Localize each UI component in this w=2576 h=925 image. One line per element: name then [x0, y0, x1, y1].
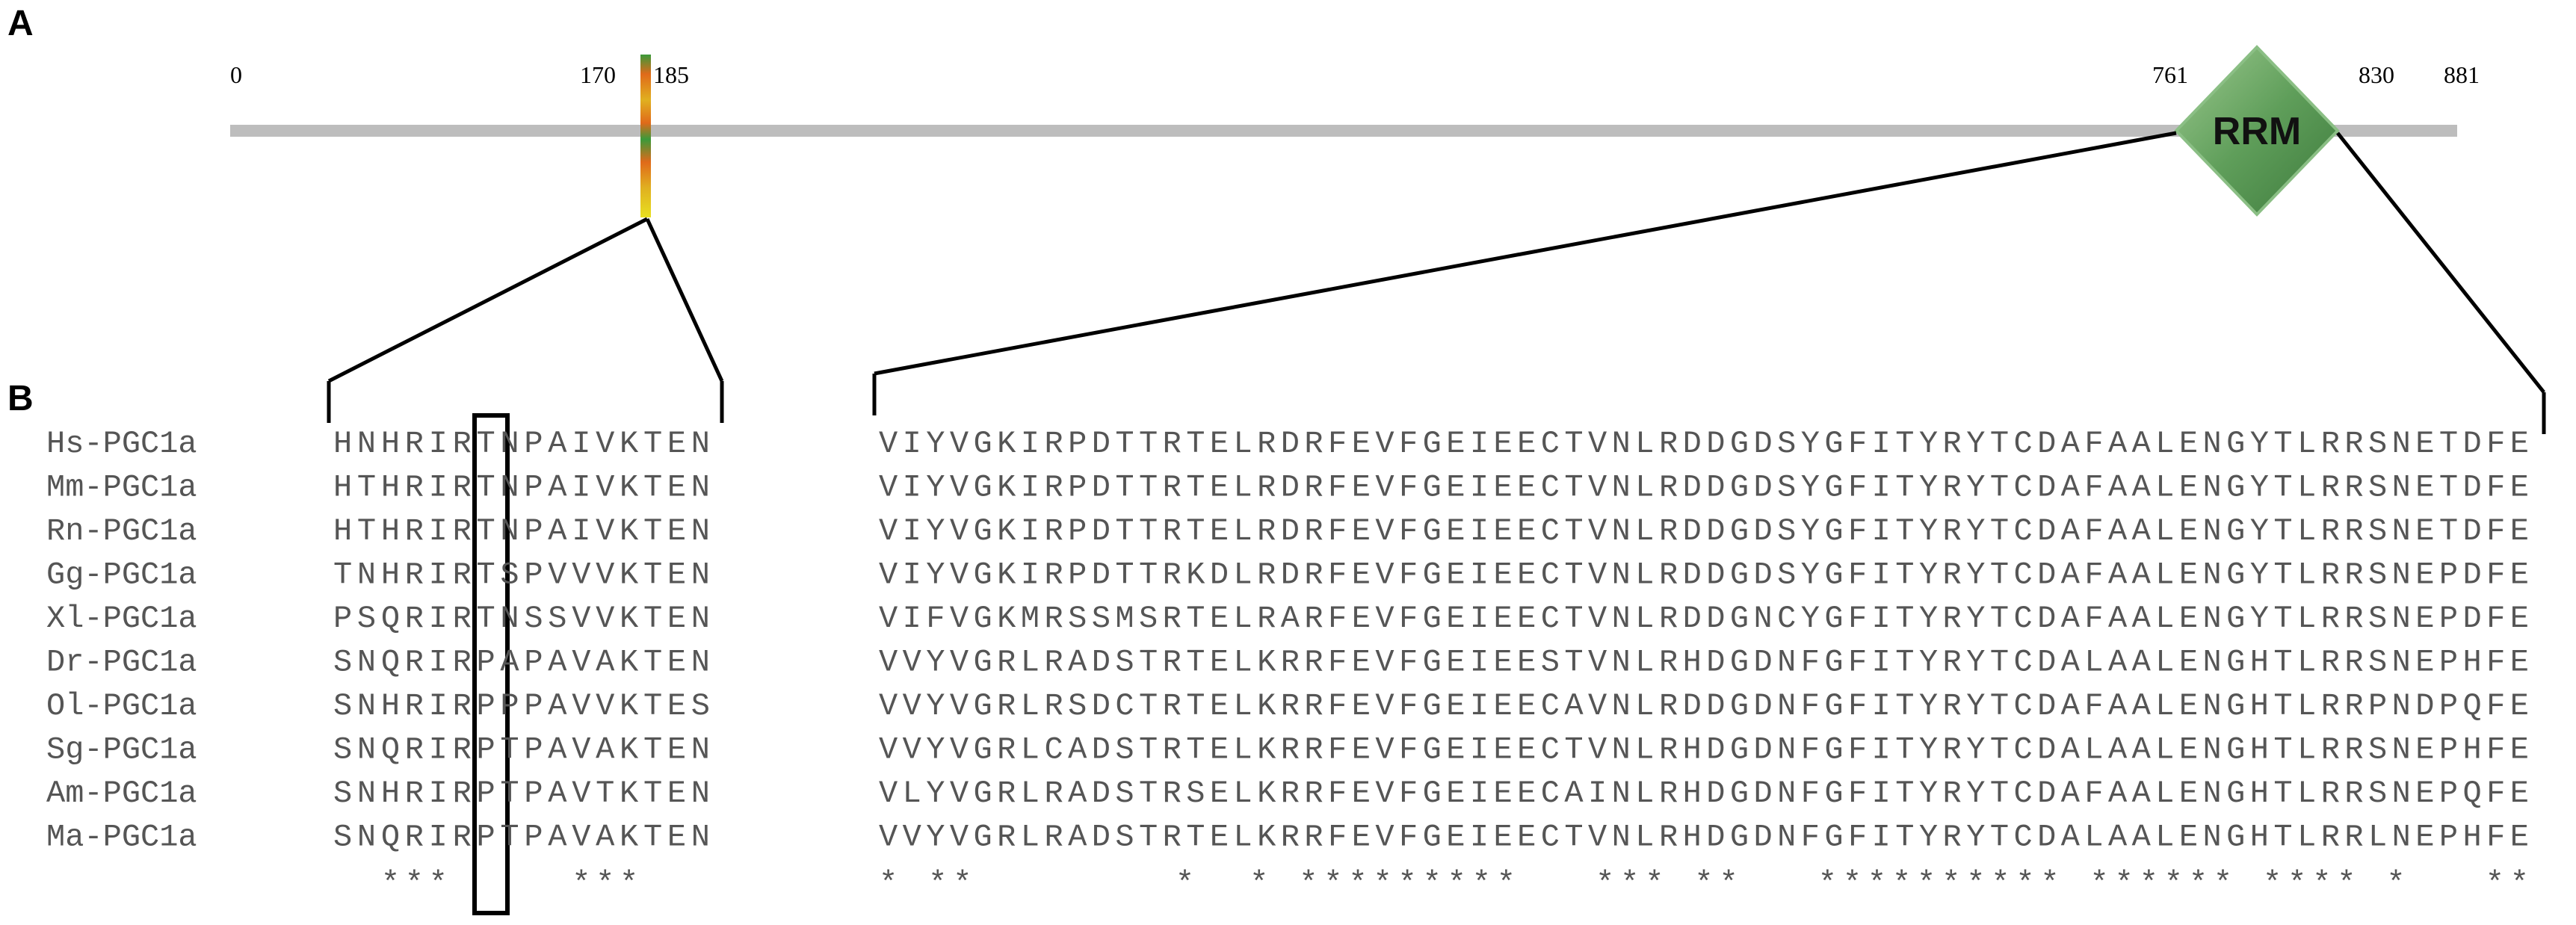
species-label: Xl-PGC1a [46, 601, 197, 637]
species-label: Gg-PGC1a [46, 557, 197, 593]
tick-label-830: 830 [2359, 61, 2394, 88]
species-label: Ol-PGC1a [46, 688, 197, 724]
species-label: Dr-PGC1a [46, 645, 197, 681]
rrm-conservation-stars: * ** * * ********* *** ** ********** ***… [879, 866, 2529, 902]
rrm-sequence-row: VVYVGRLRSDCTRTELKRRFEVFGEIEECAVNLRDDGDNF… [879, 688, 2529, 724]
motif-sequence-row: SNHRIRPTPAVTKTEN [333, 776, 710, 811]
species-label: Mm-PGC1a [46, 470, 197, 506]
motif-sequence-row: TNHRIRTSPVVVKTEN [333, 557, 710, 593]
rrm-sequence-row: VVYVGRLRADSTRTELKRRFEVFGEIEESTVNLRHDGDNF… [879, 645, 2529, 681]
panel-label-b: B [7, 379, 34, 418]
motif-sequence-row: PSQRIRTNSSVVKTEN [333, 601, 710, 637]
motif-170-185-marker [640, 55, 651, 217]
bracket-helper-hidden [329, 381, 722, 422]
motif-sequence-row: SNHRIRPPPAVVKTES [333, 688, 710, 724]
alignment-block: Hs-PGC1a HNHRIRTNPAIVKTEN VIYVGKIRPDTTRTEL… [46, 426, 2529, 902]
motif-conservation-stars: *** *** [333, 866, 710, 902]
rrm-sequence-row: VIYVGKIRPDTTRTELRDRFEVFGEIEECTVNLRDDGDSY… [879, 513, 2529, 549]
zoom-line-rrm-left [874, 131, 2177, 376]
rrm-sequence-row: VLYVGRLRADSTRSELKRRFEVFGEIEECAINLRHDGDNF… [879, 776, 2529, 811]
zoom-line-rrm-right [2336, 132, 2545, 394]
rrm-label: RRM [2213, 110, 2301, 153]
species-label: Am-PGC1a [46, 776, 197, 811]
tick-label-881: 881 [2444, 61, 2480, 88]
conserved-column-box [472, 413, 510, 915]
motif-sequence-row: HTHRIRTNPAIVKTEN [333, 513, 710, 549]
zoom-line-motif-left [327, 217, 649, 383]
rrm-sequence-row: VVYVGRLCADSTRTELKRRFEVFGEIEECTVNLRHDGDNF… [879, 732, 2529, 768]
tick-label-170: 170 [580, 61, 616, 88]
rrm-domain-diamond [2174, 45, 2340, 217]
motif-sequence-row: HTHRIRTNPAIVKTEN [333, 470, 710, 506]
rrm-sequence-row: VVYVGRLRADSTRTELKRRFEVFGEIEECTVNLRHDGDNF… [879, 820, 2529, 856]
motif-sequence-row: HNHRIRTNPAIVKTEN [333, 426, 710, 462]
protein-backbone [230, 125, 2457, 137]
tick-label-185: 185 [653, 61, 689, 88]
zoom-line-motif-right [645, 217, 724, 383]
species-label: Rn-PGC1a [46, 513, 197, 549]
rrm-sequence-row: VIYVGKIRPDTTRTELRDRFEVFGEIEECTVNLRDDGDSY… [879, 426, 2529, 462]
tick-label-0: 0 [230, 61, 242, 88]
species-label: Hs-PGC1a [46, 426, 197, 462]
rrm-sequence-row: VIYVGKIRPDTTRKDLRDRFEVFGEIEECTVNLRDDGDSY… [879, 557, 2529, 593]
motif-sequence-row: SNQRIRPAPAVAKTEN [333, 645, 710, 681]
species-label: Sg-PGC1a [46, 732, 197, 768]
rrm-sequence-row: VIYVGKIRPDTTRTELRDRFEVFGEIEECTVNLRDDGDSY… [879, 470, 2529, 506]
tick-label-761: 761 [2152, 61, 2188, 88]
species-label: Ma-PGC1a [46, 820, 197, 856]
motif-sequence-row: SNQRIRPTPAVAKTEN [333, 732, 710, 768]
rrm-sequence-row: VIFVGKMRSSMSRTELRARFEVFGEIEECTVNLRDDGNCY… [879, 601, 2529, 637]
panel-label-a: A [7, 4, 34, 43]
motif-sequence-row: SNQRIRPTPAVAKTEN [333, 820, 710, 856]
